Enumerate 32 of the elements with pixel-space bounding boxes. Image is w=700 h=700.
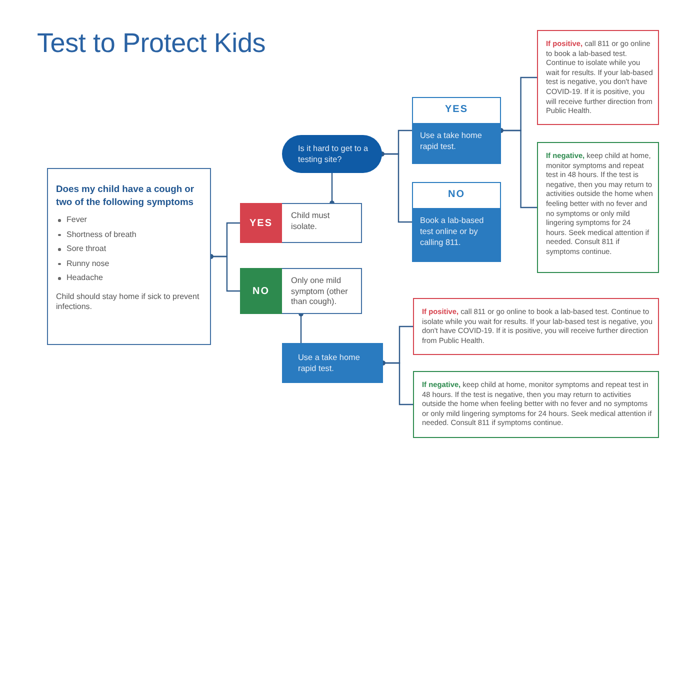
symptom-item: Fever [66, 214, 87, 226]
answer-badge: YES [240, 203, 282, 243]
title: Test to Protect Kids [37, 28, 266, 59]
symptom-item: Headache [66, 272, 103, 284]
answer-badge: NO [240, 268, 282, 314]
symptom-box [47, 168, 211, 345]
action-panel: Use a take home rapid test. [412, 123, 501, 164]
action-panel: Book a lab-based test online or by calling 811. [412, 208, 501, 262]
answer-box [412, 182, 501, 262]
connector-line [380, 152, 412, 223]
outcome-box [240, 203, 362, 243]
connector-line [298, 312, 304, 343]
result-box [413, 371, 659, 438]
question-text: Is it hard to get to a testing site? [298, 143, 370, 165]
connector-line [330, 173, 334, 206]
outcome-text: Only one mild symptom (other than cough). [291, 276, 349, 308]
action-text: Use a take home rapid test. [298, 352, 361, 374]
symptom-item: Sore throat [66, 243, 106, 255]
outcome-box [240, 268, 362, 314]
symptom-item: Shortness of breath [66, 228, 136, 240]
answer-label: YES [444, 104, 469, 115]
result-box [537, 30, 659, 125]
decision-pill [282, 135, 382, 173]
note-text: Child should stay home if sick to prevent infections. [56, 292, 200, 312]
result-box [537, 142, 659, 273]
answer-label: NO [447, 189, 466, 200]
action-box [282, 343, 383, 383]
answer-box [412, 97, 501, 164]
result-box [413, 298, 659, 355]
question-heading: Does my child have a cough or two of the following symptoms [56, 183, 196, 208]
symptom-item: Runny nose [66, 258, 110, 270]
outcome-text: Child must isolate. [291, 211, 331, 232]
